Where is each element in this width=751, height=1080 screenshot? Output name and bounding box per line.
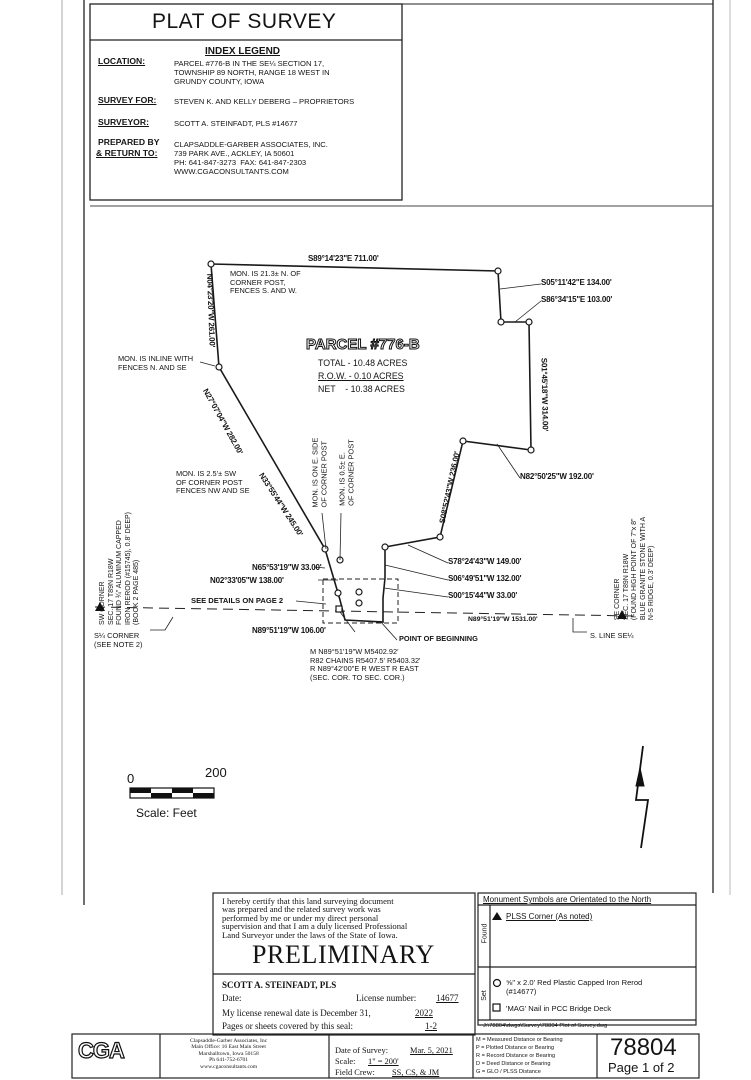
plss-corner-triangle-icon bbox=[617, 610, 627, 619]
legend-set-rerod: ⅝" x 2.0' Red Plastic Capped Iron Rerod … bbox=[506, 978, 643, 996]
bearing-se: N82°50'25"W 192.00' bbox=[520, 472, 594, 481]
note-s-line: S. LINE SE¼ bbox=[590, 631, 634, 640]
cert-text: I hereby certify that this land surveyin… bbox=[222, 896, 408, 940]
cert-license-label: License number: bbox=[356, 993, 417, 1003]
legend-plss: PLSS Corner (As noted) bbox=[506, 912, 593, 921]
cert-pages-value: 1-2 bbox=[425, 1021, 437, 1031]
page-indicator: Page 1 of 2 bbox=[608, 1060, 675, 1075]
surveyor-label: SURVEYOR: bbox=[98, 117, 149, 127]
cert-pages-label: Pages or sheets covered by this seal: bbox=[222, 1021, 353, 1031]
monument-circle-icon bbox=[381, 543, 389, 551]
bearing-n89: N89°51'19"W 106.00' bbox=[252, 626, 326, 635]
monument-circle-icon bbox=[527, 446, 535, 454]
cert-license-value: 14677 bbox=[436, 993, 459, 1003]
survey-for-label: SURVEY FOR: bbox=[98, 95, 157, 105]
cert-name: SCOTT A. STEINFADT, PLS bbox=[222, 980, 337, 990]
surveyor-value: SCOTT A. STEINFADT, PLS #14677 bbox=[174, 119, 298, 128]
bearing-s78: S78°24'43"W 149.00' bbox=[448, 557, 522, 566]
note-pob: POINT OF BEGINNING bbox=[399, 634, 478, 643]
note-s-quarter: S¼ CORNER (SEE NOTE 2) bbox=[94, 631, 143, 649]
detail-box bbox=[322, 578, 399, 624]
bearing-n02: N02°33'05"W 138.00' bbox=[210, 576, 284, 585]
cga-logo: CGA bbox=[77, 1037, 125, 1063]
north-arrow-icon bbox=[634, 745, 650, 849]
prepared-label-1: PREPARED BY bbox=[98, 137, 160, 147]
legend-found-label: Found bbox=[481, 923, 489, 944]
legend-filepath: J:\78804\dwgs\Survey\78804 Plot of Surve… bbox=[483, 1023, 608, 1029]
cert-date-label: Date: bbox=[222, 993, 242, 1003]
monument-circle-icon bbox=[321, 545, 329, 553]
monument-circle-icon bbox=[334, 589, 342, 597]
bearing-n65: N65°53'19"W 33.00' bbox=[252, 563, 322, 572]
bearing-north: S89°14'23"E 711.00' bbox=[308, 254, 379, 263]
legend-set-label: Set bbox=[480, 990, 488, 1001]
legend-set-mag: 'MAG' Nail in PCC Bridge Deck bbox=[506, 1004, 612, 1013]
monument-circle-icon bbox=[355, 588, 363, 596]
survey-date-label: Date of Survey: bbox=[335, 1046, 389, 1055]
parcel-net: NET - 10.38 ACRES bbox=[318, 384, 405, 394]
company-info: Clapsaddle-Garber Associates, Inc Main O… bbox=[190, 1038, 268, 1070]
plss-corner-triangle-icon bbox=[95, 602, 105, 611]
note-see-details: SEE DETAILS ON PAGE 2 bbox=[191, 596, 284, 605]
monument-circle-icon bbox=[436, 533, 444, 541]
monument-circle-icon bbox=[215, 363, 223, 371]
parcel-total: TOTAL - 10.48 ACRES bbox=[318, 358, 408, 368]
monument-circle-icon bbox=[459, 437, 467, 445]
parcel-boundary bbox=[210, 263, 532, 623]
plss-corner-triangle-icon bbox=[492, 912, 502, 920]
section-line bbox=[94, 606, 636, 617]
note-mon-25: MON. IS 2.5'± SW OF CORNER POST FENCES N… bbox=[176, 469, 250, 496]
note-mon-inline: MON. IS INLINE WITH FENCES N. AND SE bbox=[118, 354, 194, 372]
job-number: 78804 bbox=[610, 1034, 677, 1061]
bearing-s06: S06°49'51"W 132.00' bbox=[448, 574, 522, 583]
scale-max: 200 bbox=[205, 765, 227, 780]
monument-circle-icon bbox=[494, 267, 502, 275]
scale-field-value: 1" = 200' bbox=[368, 1057, 399, 1066]
prepared-label-2: & RETURN TO: bbox=[96, 148, 158, 158]
scale-zero: 0 bbox=[127, 771, 135, 786]
bearing-section-line: N89°51'19"W 1531.00' bbox=[468, 616, 538, 623]
monument-circle-icon bbox=[207, 260, 215, 268]
location-value: PARCEL #776-B IN THE SE¼ SECTION 17, TOW… bbox=[174, 59, 330, 86]
plat-title: PLAT OF SURVEY bbox=[152, 10, 337, 33]
monument-circle-icon bbox=[525, 318, 533, 326]
legend-title: Monument Symbols are Orientated to the N… bbox=[483, 895, 652, 904]
note-mon-21: MON. IS 21.3± N. OF CORNER POST, FENCES … bbox=[230, 269, 301, 296]
scale-field-label: Scale: bbox=[335, 1057, 356, 1066]
mag-nail-square-icon bbox=[492, 1003, 501, 1012]
monument-circle-icon bbox=[497, 318, 505, 326]
cert-renewal-value: 2022 bbox=[415, 1008, 433, 1018]
scale-bar bbox=[129, 787, 215, 799]
note-measured: M N89°51'19"W M5402.92' R82 CHAINS R5407… bbox=[310, 647, 421, 682]
monument-circle-icon bbox=[492, 978, 502, 988]
survey-for-value: STEVEN K. AND KELLY DEBERG – PROPRIETORS bbox=[174, 97, 355, 106]
bearing-ne1: S05°11'42"E 134.00' bbox=[541, 278, 612, 287]
location-label: LOCATION: bbox=[98, 56, 146, 66]
mag-nail-square-icon bbox=[335, 605, 343, 613]
field-crew-value: SS, CS, & JM bbox=[392, 1068, 440, 1077]
bearing-s00: S00°15'44"W 33.00' bbox=[448, 591, 518, 600]
survey-date-value: Mar. 5, 2021 bbox=[410, 1046, 453, 1055]
monument-circle-icon bbox=[355, 599, 363, 607]
index-legend-heading: INDEX LEGEND bbox=[205, 46, 281, 57]
abbrev-legend: M = Measured Distance or Bearing P = Plo… bbox=[476, 1037, 563, 1075]
scale-label: Scale: Feet bbox=[136, 806, 197, 820]
cert-preliminary: PRELIMINARY bbox=[252, 940, 435, 969]
bearing-ne2: S86°34'15"E 103.00' bbox=[541, 295, 613, 304]
parcel-name: PARCEL #776-B bbox=[306, 336, 421, 354]
field-crew-label: Field Crew: bbox=[335, 1068, 375, 1077]
parcel-row: R.O.W. - 0.10 ACRES bbox=[318, 371, 404, 381]
prepared-value: CLAPSADDLE-GARBER ASSOCIATES, INC. 739 P… bbox=[174, 140, 328, 176]
cert-renewal-label: My license renewal date is December 31, bbox=[222, 1008, 371, 1018]
